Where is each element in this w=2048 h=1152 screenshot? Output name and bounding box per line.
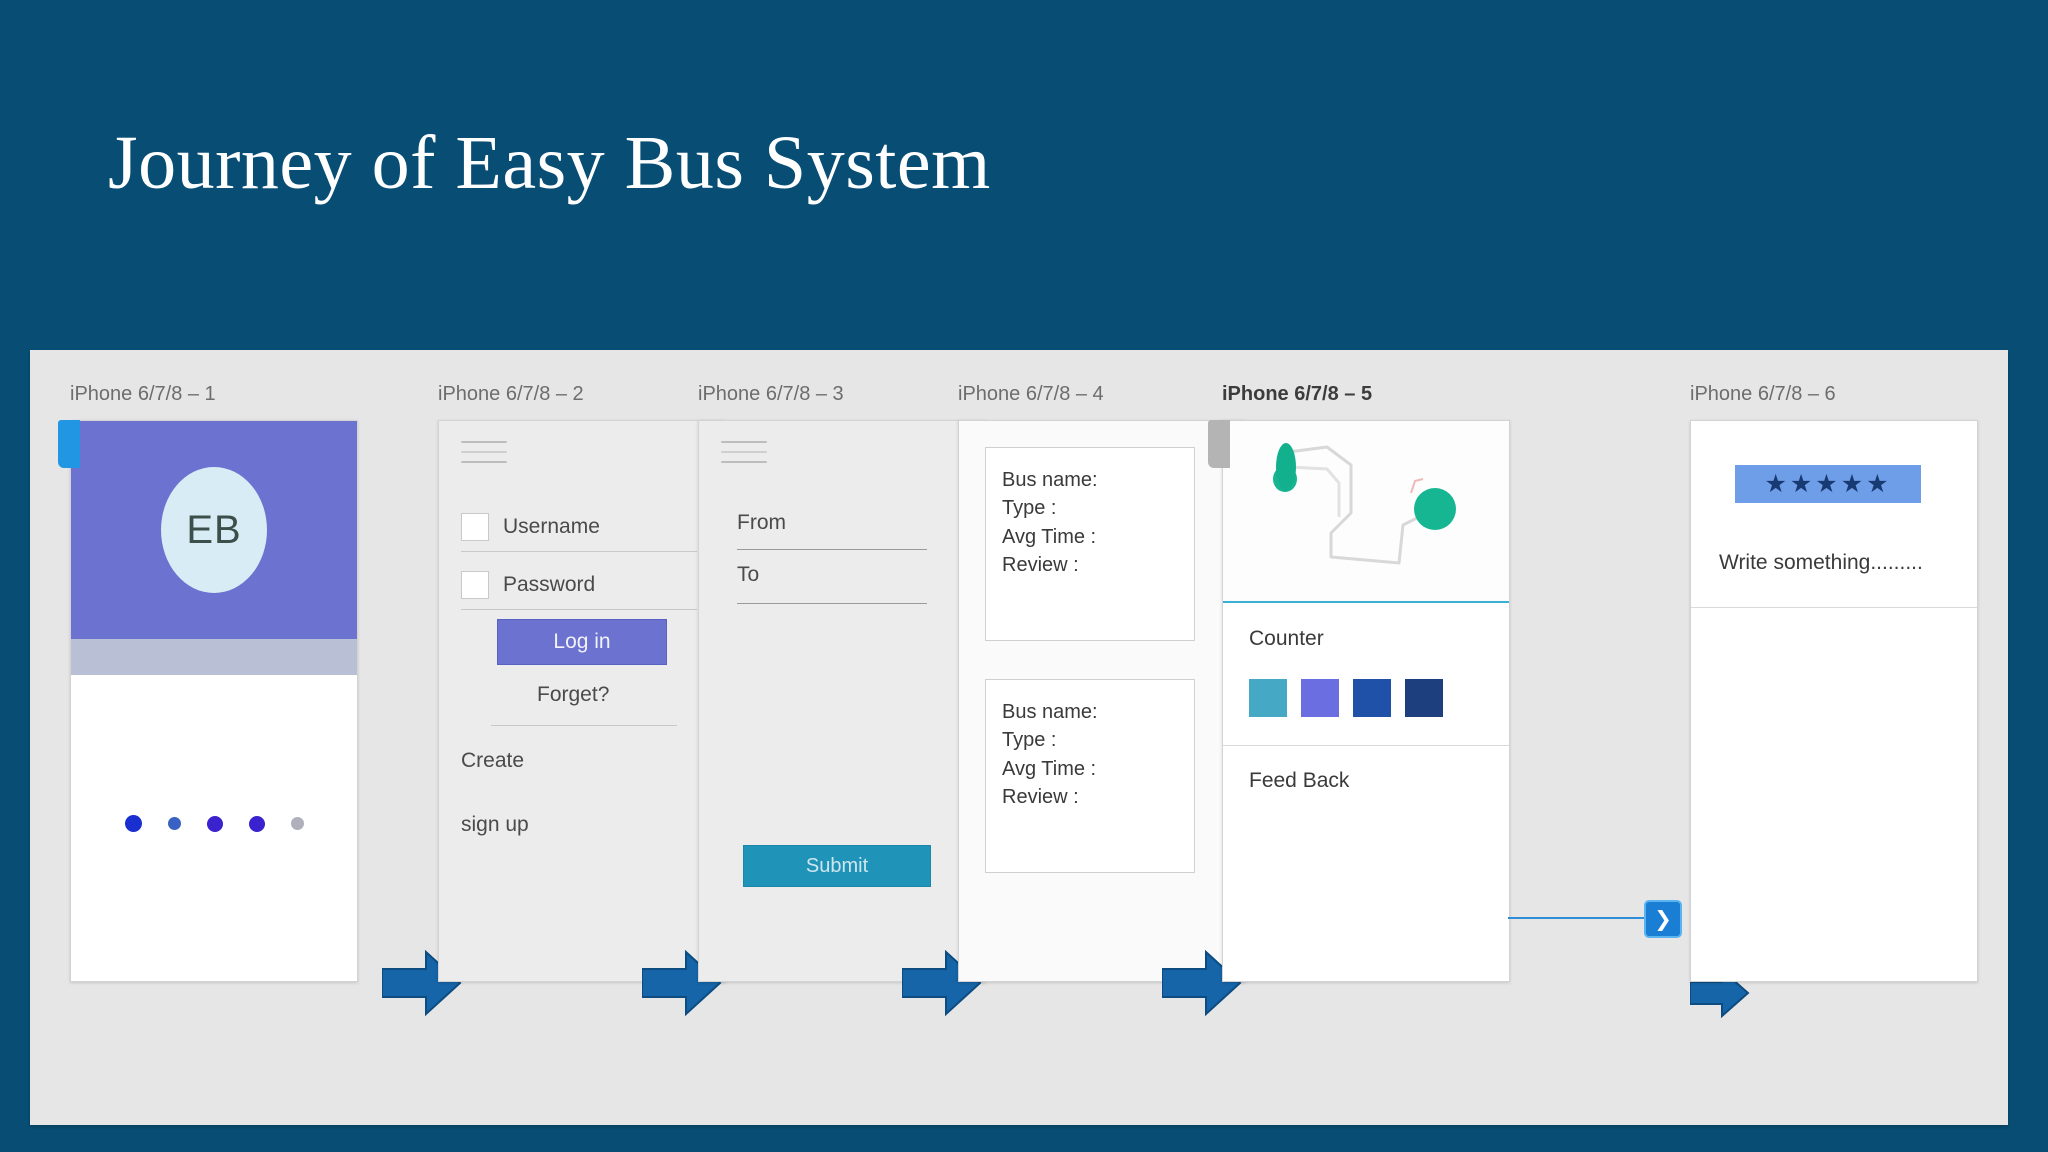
bus-name-label: Bus name:	[1002, 469, 1098, 491]
to-label: To	[737, 563, 760, 586]
phone-frame-6: ★★★★★ Write something.........	[1690, 420, 1978, 982]
bus-result-card[interactable]: Bus name: Type : Avg Time : Review :	[985, 447, 1195, 641]
counter-swatch[interactable]	[1353, 679, 1391, 717]
counter-swatch[interactable]	[1405, 679, 1443, 717]
splash-body	[71, 675, 357, 981]
bus-type-label: Type :	[1002, 497, 1057, 520]
phone-frame-2: Username Password Log in Forget? Create …	[438, 420, 726, 982]
splash-divider-bar	[71, 639, 357, 675]
screen-label-5: iPhone 6/7/8 – 5	[1222, 383, 1373, 405]
map-marker	[1414, 488, 1456, 530]
password-label: Password	[503, 573, 596, 596]
flow-arrow-4	[1161, 949, 1242, 1017]
write-review-placeholder[interactable]: Write something.........	[1719, 551, 1923, 574]
page-title: Journey of Easy Bus System	[108, 121, 991, 205]
map-marker	[1276, 443, 1296, 491]
screen-label-6: iPhone 6/7/8 – 6	[1690, 383, 1836, 405]
password-checkbox[interactable]	[461, 571, 489, 599]
from-underline	[737, 549, 927, 550]
page-indicator-dots[interactable]	[71, 815, 357, 832]
password-underline	[461, 609, 697, 610]
username-checkbox[interactable]	[461, 513, 489, 541]
star-rating-bar[interactable]: ★★★★★	[1735, 465, 1921, 503]
username-underline	[461, 551, 697, 552]
page-dot[interactable]	[248, 815, 265, 832]
signup-link[interactable]: sign up	[461, 813, 529, 836]
counter-swatches[interactable]	[1249, 679, 1443, 717]
bus-type-label: Type :	[1002, 729, 1057, 752]
section-divider	[1223, 745, 1509, 746]
feedback-label: Feed Back	[1249, 769, 1350, 792]
login-button[interactable]: Log in	[497, 619, 667, 665]
counter-swatch[interactable]	[1249, 679, 1287, 717]
hamburger-menu-icon[interactable]	[461, 441, 507, 471]
page-dot[interactable]	[290, 817, 304, 830]
page-dot[interactable]	[167, 817, 181, 830]
bus-review-label: Review :	[1002, 786, 1079, 809]
username-label: Username	[503, 515, 600, 538]
connector-line	[1508, 917, 1648, 919]
submit-button[interactable]: Submit	[743, 845, 931, 887]
to-underline	[737, 603, 927, 604]
hamburger-menu-icon[interactable]	[721, 441, 767, 471]
bus-avgtime-label: Avg Time :	[1002, 525, 1097, 548]
screen-label-3: iPhone 6/7/8 – 3	[698, 383, 844, 405]
bus-name-label: Bus name:	[1002, 701, 1098, 723]
bus-avgtime-label: Avg Time :	[1002, 757, 1097, 780]
route-map[interactable]	[1223, 421, 1509, 603]
create-link[interactable]: Create	[461, 749, 525, 772]
counter-swatch[interactable]	[1301, 679, 1339, 717]
phone-frame-4: Bus name: Type : Avg Time : Review : Bus…	[958, 420, 1246, 982]
splash-hero: EB	[71, 421, 357, 639]
next-screen-chevron-button[interactable]: ❯	[1644, 900, 1682, 938]
forget-underline	[491, 725, 677, 726]
page-dot[interactable]	[124, 815, 142, 832]
screen-label-1: iPhone 6/7/8 – 1	[70, 383, 216, 405]
forget-link[interactable]: Forget?	[537, 683, 610, 706]
section-divider	[1691, 607, 1977, 608]
bus-review-label: Review :	[1002, 554, 1079, 577]
phone-frame-1: EB	[70, 420, 358, 982]
screen-label-4: iPhone 6/7/8 – 4	[958, 383, 1104, 405]
username-field-row[interactable]: Username	[461, 513, 600, 541]
phone-frame-3: From To Submit	[698, 420, 986, 982]
phone-frame-5: Counter Feed Back	[1222, 420, 1510, 982]
screen-tab-marker-grey[interactable]	[1208, 420, 1230, 468]
from-label: From	[737, 511, 786, 534]
app-logo: EB	[161, 467, 267, 593]
screen-label-2: iPhone 6/7/8 – 2	[438, 383, 584, 405]
page-dot[interactable]	[206, 815, 223, 832]
counter-label: Counter	[1249, 627, 1324, 650]
wireframe-canvas: iPhone 6/7/8 – 1 EB	[30, 350, 2008, 1125]
password-field-row[interactable]: Password	[461, 571, 595, 599]
bus-result-card[interactable]: Bus name: Type : Avg Time : Review :	[985, 679, 1195, 873]
screen-tab-marker-blue[interactable]	[58, 420, 80, 468]
